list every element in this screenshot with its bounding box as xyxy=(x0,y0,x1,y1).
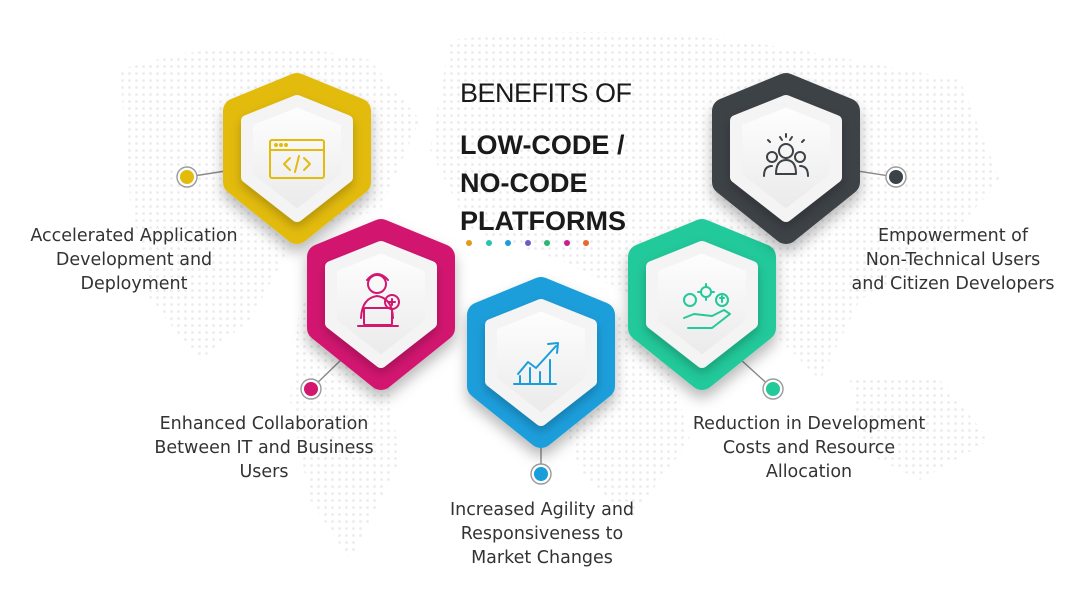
cost-savings-hand-icon xyxy=(683,283,731,329)
diagram-title-line1: BENEFITS OF xyxy=(460,78,632,108)
divider-dot xyxy=(485,240,492,246)
connector-blue xyxy=(530,438,552,485)
benefit-label-accelerated: Accelerated Application Development and … xyxy=(30,226,238,294)
divider-dot xyxy=(524,240,531,246)
benefit-label-agility: Increased Agility and Responsiveness to … xyxy=(449,500,635,568)
benefit-label-cost-reduction: Reduction in Development Costs and Resou… xyxy=(692,414,926,482)
developer-wrench-icon xyxy=(357,273,400,327)
divider-dot xyxy=(505,240,511,246)
code-window-icon xyxy=(269,139,325,179)
benefit-label-empowerment: Empowerment of Non-Technical Users and C… xyxy=(851,226,1055,294)
pentagon-yellow xyxy=(223,73,371,244)
divider-dot xyxy=(544,240,550,246)
growth-chart-icon xyxy=(513,342,559,385)
title-dots-divider xyxy=(466,240,589,246)
user-group-icon xyxy=(763,133,809,177)
divider-dot xyxy=(563,240,570,246)
connector-magenta xyxy=(300,358,343,400)
divider-dot xyxy=(466,240,472,246)
divider-dot xyxy=(583,240,589,246)
diagram-title-main: LOW-CODE / NO-CODE PLATFORMS xyxy=(460,130,626,236)
connector-green xyxy=(739,358,784,400)
pentagon-green xyxy=(628,219,776,390)
benefit-label-collaboration: Enhanced Collaboration Between IT and Bu… xyxy=(154,414,374,482)
pentagon-magenta xyxy=(307,219,455,390)
